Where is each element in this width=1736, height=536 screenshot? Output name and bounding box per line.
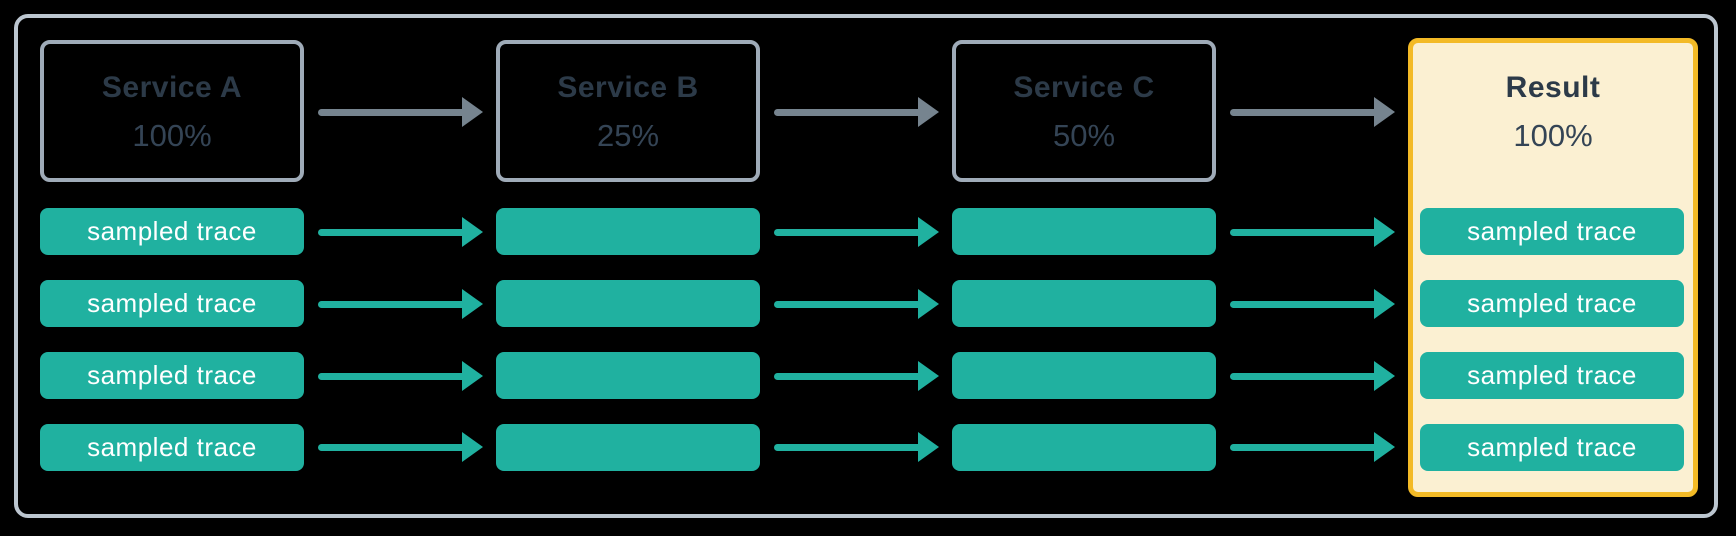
service-a-box: Service A 100% xyxy=(40,40,304,182)
arrow-head xyxy=(918,217,939,247)
arrow-head xyxy=(918,289,939,319)
flow-arrow-a-to-b xyxy=(318,97,483,127)
trace-pill-a2: sampled trace xyxy=(40,280,304,327)
flow-arrow-b-to-c xyxy=(774,97,939,127)
trace-arrow xyxy=(774,432,939,462)
arrow-shaft xyxy=(318,108,466,116)
arrow-head xyxy=(1374,432,1395,462)
arrow-head xyxy=(462,217,483,247)
arrow-shaft xyxy=(774,228,922,236)
arrow-shaft xyxy=(318,372,466,380)
result-title: Result xyxy=(1505,71,1601,104)
service-b-rate: 25% xyxy=(596,118,660,153)
trace-pill-a3: sampled trace xyxy=(40,352,304,399)
trace-arrow xyxy=(318,217,483,247)
trace-arrow xyxy=(318,361,483,391)
arrow-shaft xyxy=(318,300,466,308)
arrow-shaft xyxy=(774,372,922,380)
trace-pill-b3 xyxy=(496,352,760,399)
arrow-head xyxy=(1374,217,1395,247)
service-b-title: Service B xyxy=(557,71,699,104)
arrow-head xyxy=(462,432,483,462)
arrow-head xyxy=(462,97,483,127)
arrow-shaft xyxy=(1230,228,1378,236)
trace-pill-b2 xyxy=(496,280,760,327)
flow-arrow-c-to-result xyxy=(1230,97,1395,127)
result-box: Result 100% xyxy=(1408,38,1698,497)
arrow-head xyxy=(1374,97,1395,127)
trace-pill-b4 xyxy=(496,424,760,471)
trace-pill-b1 xyxy=(496,208,760,255)
trace-pill-c2 xyxy=(952,280,1216,327)
service-a-rate: 100% xyxy=(132,118,212,153)
trace-pill-r3: sampled trace xyxy=(1420,352,1684,399)
trace-pill-c4 xyxy=(952,424,1216,471)
arrow-shaft xyxy=(1230,108,1378,116)
arrow-head xyxy=(918,97,939,127)
trace-arrow xyxy=(318,289,483,319)
trace-arrow xyxy=(774,361,939,391)
trace-pill-r2: sampled trace xyxy=(1420,280,1684,327)
trace-pill-a1: sampled trace xyxy=(40,208,304,255)
arrow-shaft xyxy=(1230,443,1378,451)
trace-arrow xyxy=(1230,432,1395,462)
arrow-head xyxy=(918,432,939,462)
trace-arrow xyxy=(774,217,939,247)
service-c-rate: 50% xyxy=(1052,118,1116,153)
trace-arrow xyxy=(1230,217,1395,247)
service-a-title: Service A xyxy=(101,71,243,104)
arrow-head xyxy=(918,361,939,391)
arrow-head xyxy=(462,361,483,391)
arrow-shaft xyxy=(1230,372,1378,380)
arrow-shaft xyxy=(1230,300,1378,308)
trace-pill-r4: sampled trace xyxy=(1420,424,1684,471)
arrow-head xyxy=(1374,289,1395,319)
arrow-shaft xyxy=(318,443,466,451)
trace-arrow xyxy=(774,289,939,319)
arrow-head xyxy=(1374,361,1395,391)
trace-pill-r1: sampled trace xyxy=(1420,208,1684,255)
service-c-title: Service C xyxy=(1013,71,1155,104)
service-c-box: Service C 50% xyxy=(952,40,1216,182)
arrow-shaft xyxy=(774,300,922,308)
trace-pill-c3 xyxy=(952,352,1216,399)
trace-pill-a4: sampled trace xyxy=(40,424,304,471)
arrow-shaft xyxy=(774,443,922,451)
result-rate: 100% xyxy=(1513,118,1593,153)
arrow-shaft xyxy=(774,108,922,116)
trace-arrow xyxy=(1230,289,1395,319)
trace-pill-c1 xyxy=(952,208,1216,255)
trace-arrow xyxy=(1230,361,1395,391)
arrow-shaft xyxy=(318,228,466,236)
arrow-head xyxy=(462,289,483,319)
trace-arrow xyxy=(318,432,483,462)
service-b-box: Service B 25% xyxy=(496,40,760,182)
outer-frame xyxy=(14,14,1718,518)
